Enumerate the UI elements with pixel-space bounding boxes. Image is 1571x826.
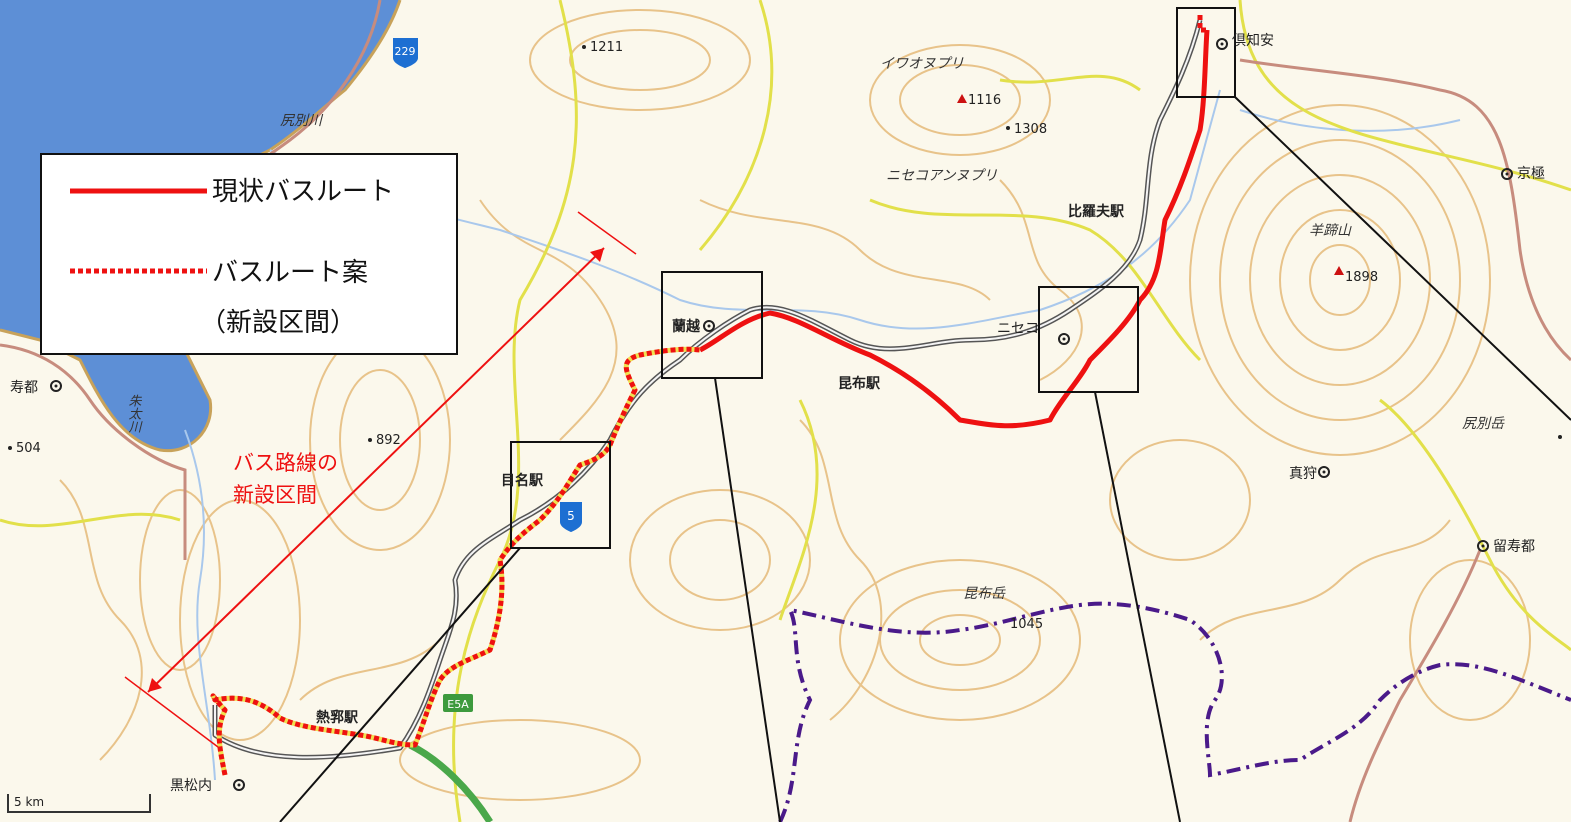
zoom-box-kutchan xyxy=(1176,7,1236,98)
route-5-shield: 5 xyxy=(560,502,582,532)
callout-lines xyxy=(279,96,1571,823)
place-makkari: 真狩 xyxy=(1289,466,1330,482)
legend: 現状バスルート バスルート案 （新設区間） xyxy=(40,153,458,355)
svg-text:1898: 1898 xyxy=(1345,270,1378,285)
river-shiribetsu: 尻別川 xyxy=(280,113,324,129)
contour-lines xyxy=(59,9,1531,801)
place-rusutsu: 留寿都 xyxy=(1477,538,1535,555)
station-hirafu: 比羅夫駅 xyxy=(1068,203,1125,220)
svg-text:倶知安: 倶知安 xyxy=(1232,32,1274,49)
place-suttsu: 寿都 xyxy=(10,379,62,396)
mountain-iwaonupuri: イワオヌプリ xyxy=(880,56,964,72)
expressway-e5a-sign: E5A xyxy=(443,694,473,712)
proposed-bus-route xyxy=(210,15,1207,776)
svg-text:1045: 1045 xyxy=(1010,617,1043,632)
mountain-konbudake: 昆布岳 xyxy=(963,586,1006,602)
station-menasho: 目名駅 xyxy=(501,472,544,489)
place-rankoshi: 蘭越 xyxy=(672,318,715,335)
svg-text:真狩: 真狩 xyxy=(1289,466,1317,482)
subprefecture-boundary xyxy=(778,601,1571,823)
svg-text:黒松内: 黒松内 xyxy=(170,778,212,794)
legend-proposed-note: （新設区間） xyxy=(200,308,356,338)
place-kutchan: 倶知安 xyxy=(1216,32,1274,50)
mountain-yotei: 羊蹄山 xyxy=(1309,223,1352,239)
station-nekko: 熱郛駅 xyxy=(316,709,359,726)
svg-text:E5A: E5A xyxy=(447,698,469,711)
station-konbu: 昆布駅 xyxy=(838,375,881,392)
mountain-niseko-annupuri: ニセコアンヌプリ xyxy=(886,168,997,184)
place-kuromatsunai: 黒松内 xyxy=(170,778,245,794)
mountain-shiribetsudake: 尻別岳 xyxy=(1462,416,1505,432)
annotation-line2: 新設区間 xyxy=(233,483,317,507)
svg-text:229: 229 xyxy=(395,45,416,58)
svg-text:ニセコ: ニセコ xyxy=(997,321,1039,337)
place-niseko: ニセコ xyxy=(997,321,1070,345)
railway-line xyxy=(212,19,1203,760)
svg-text:5 km: 5 km xyxy=(14,795,44,809)
zoom-box-rankoshi xyxy=(661,271,763,379)
annotation-line1: バス路線の xyxy=(233,451,338,475)
svg-text:1211: 1211 xyxy=(590,40,623,55)
svg-text:892: 892 xyxy=(376,433,401,448)
svg-text:寿都: 寿都 xyxy=(10,379,38,396)
elevation-points: 1211 1116 1308 1898 892 504 1045 xyxy=(8,40,1562,632)
svg-text:留寿都: 留寿都 xyxy=(1493,538,1535,555)
route-229-shield: 229 xyxy=(393,38,418,68)
svg-text:504: 504 xyxy=(16,441,41,456)
zoom-box-niseko xyxy=(1038,286,1139,393)
svg-text:京極: 京極 xyxy=(1517,166,1545,182)
svg-text:蘭越: 蘭越 xyxy=(672,318,701,335)
current-bus-route xyxy=(698,29,1210,429)
zoom-boxes xyxy=(510,7,1236,549)
svg-text:1116: 1116 xyxy=(968,93,1001,108)
river-shubuto: 朱太川 xyxy=(126,394,142,433)
scale-bar: 5 km xyxy=(7,794,151,813)
legend-proposed-label: バスルート案 xyxy=(212,258,368,288)
svg-text:1308: 1308 xyxy=(1014,122,1047,137)
legend-current-label: 現状バスルート xyxy=(212,177,394,207)
place-kyogoku: 京極 xyxy=(1501,166,1545,182)
svg-text:5: 5 xyxy=(567,509,575,523)
new-section-span xyxy=(124,211,637,748)
zoom-box-menasho xyxy=(510,441,611,549)
expressway xyxy=(408,741,493,824)
